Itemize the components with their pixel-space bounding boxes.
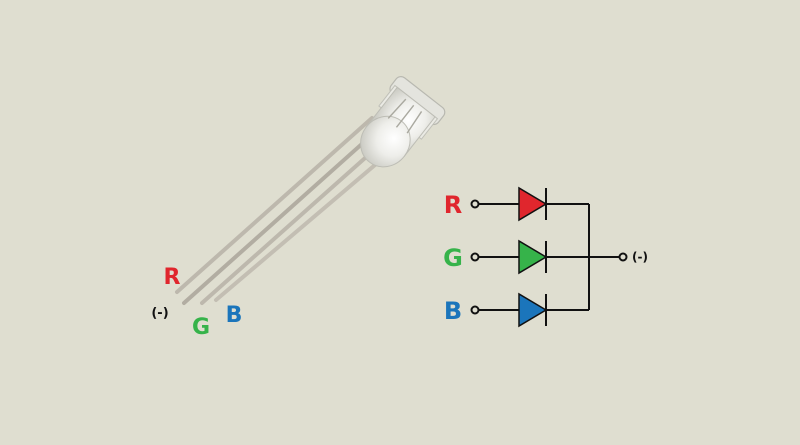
- led-label-green: G: [192, 315, 210, 340]
- terminal-red: [470, 199, 480, 209]
- diode-green: [518, 239, 548, 275]
- schematic-label-red: R: [444, 191, 462, 219]
- diode-blue: [518, 292, 548, 328]
- schematic-label-blue: B: [444, 297, 462, 325]
- led-leg-green: [200, 132, 394, 305]
- led-label-blue: B: [226, 303, 243, 328]
- led-label-red: R: [164, 265, 181, 290]
- led-component: R (-) G B: [151, 76, 446, 340]
- schematic-label-green: G: [443, 244, 463, 272]
- schematic-output-label: (-): [632, 250, 648, 264]
- led-label-common: (-): [151, 306, 168, 321]
- schematic-row-blue: [470, 292, 589, 328]
- led-leg-red: [175, 116, 374, 294]
- schematic-row-red: [470, 186, 589, 222]
- schematic: [470, 186, 628, 328]
- led-leg-common: [182, 124, 384, 305]
- led-leg-blue: [214, 140, 404, 302]
- terminal-green: [470, 252, 480, 262]
- schematic-row-green: [470, 239, 589, 275]
- led-body: [360, 76, 446, 168]
- diode-red: [518, 186, 548, 222]
- output-terminal: [618, 252, 628, 262]
- terminal-blue: [470, 305, 480, 315]
